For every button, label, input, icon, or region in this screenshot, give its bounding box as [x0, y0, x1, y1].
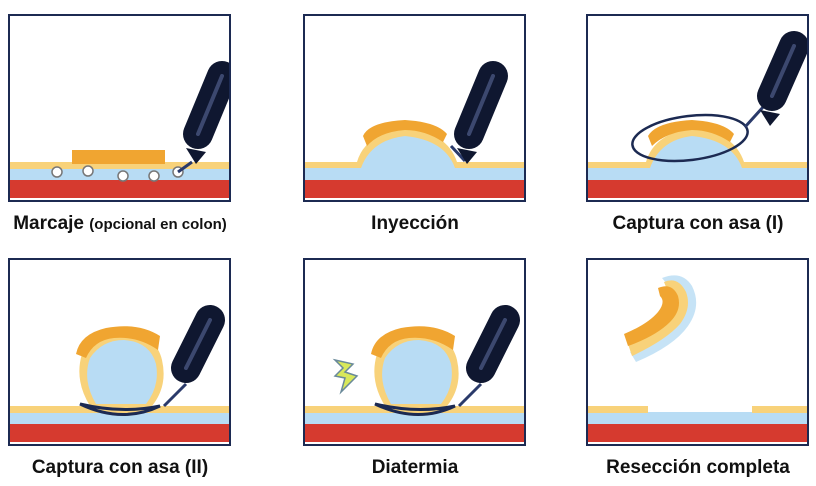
- caption-captura-1-label: Captura con asa (I): [612, 213, 784, 234]
- endoscope-icon: [177, 61, 229, 174]
- submucosa-layer: [588, 412, 807, 424]
- panel-inyeccion: [303, 14, 526, 202]
- inyeccion-illustration: [305, 61, 524, 198]
- lesion: [648, 120, 734, 146]
- panel-reseccion: [586, 258, 809, 446]
- mucosa-layer: [588, 128, 807, 168]
- caption-diatermia: Diatermia: [275, 457, 555, 479]
- endoscope-icon: [162, 305, 225, 408]
- snare-loop-icon: [631, 113, 749, 163]
- caption-inyeccion-label: Inyección: [371, 213, 459, 234]
- submucosa-layer: [10, 412, 229, 424]
- muscle-layer: [305, 180, 524, 198]
- diatermia-illustration: [305, 305, 524, 442]
- submucosa-layer: [588, 168, 807, 180]
- marking-dot: [51, 166, 63, 178]
- submucosa-bulb: [382, 340, 452, 404]
- marcaje-illustration: [10, 61, 229, 198]
- reseccion-illustration: [588, 275, 807, 442]
- endoscope-icon: [743, 31, 807, 129]
- lesion: [72, 150, 165, 164]
- endoscope-icon: [457, 305, 520, 408]
- lesion: [371, 326, 455, 358]
- muscle-layer: [10, 424, 229, 442]
- panel-captura-2: [8, 258, 231, 446]
- panel-captura-1: [586, 14, 809, 202]
- caption-captura-2: Captura con asa (II): [0, 457, 260, 479]
- resected-specimen: [624, 275, 697, 362]
- caption-captura-1: Captura con asa (I): [558, 213, 816, 235]
- muscle-layer: [588, 180, 807, 198]
- marking-dot: [117, 170, 129, 182]
- mucosa-layer: [305, 128, 524, 168]
- captura-1-illustration: [588, 31, 807, 198]
- muscle-layer: [588, 424, 807, 442]
- marking-dot: [82, 165, 94, 177]
- submucosa-bulb: [87, 340, 157, 404]
- snare-loop-icon: [79, 402, 161, 416]
- panel-marcaje: [8, 14, 231, 202]
- muscle-layer: [305, 424, 524, 442]
- caption-marcaje-note: (opcional en colon): [89, 216, 227, 233]
- snare-loop-icon: [374, 402, 456, 416]
- caption-diatermia-label: Diatermia: [371, 457, 459, 478]
- mucosa-layer-left: [588, 406, 648, 413]
- mucosa-layer: [10, 162, 229, 169]
- caption-marcaje-label: Marcaje: [13, 213, 84, 234]
- muscle-layer: [10, 180, 229, 198]
- lesion: [363, 120, 447, 146]
- captura-2-illustration: [10, 305, 229, 442]
- caption-reseccion-label: Resección completa: [606, 457, 790, 478]
- marking-dot: [148, 170, 160, 182]
- diathermy-spark-icon: [332, 358, 359, 395]
- caption-captura-2-label: Captura con asa (II): [31, 457, 209, 478]
- endoscope-icon: [449, 61, 508, 164]
- submucosa-layer: [305, 412, 524, 424]
- lesion: [76, 326, 160, 358]
- panel-diatermia: [303, 258, 526, 446]
- caption-reseccion: Resección completa: [558, 457, 816, 479]
- mucosa-layer-right: [752, 406, 807, 413]
- caption-marcaje: Marcaje (opcional en colon): [0, 213, 260, 235]
- submucosa-layer: [305, 168, 524, 180]
- caption-inyeccion: Inyección: [275, 213, 555, 235]
